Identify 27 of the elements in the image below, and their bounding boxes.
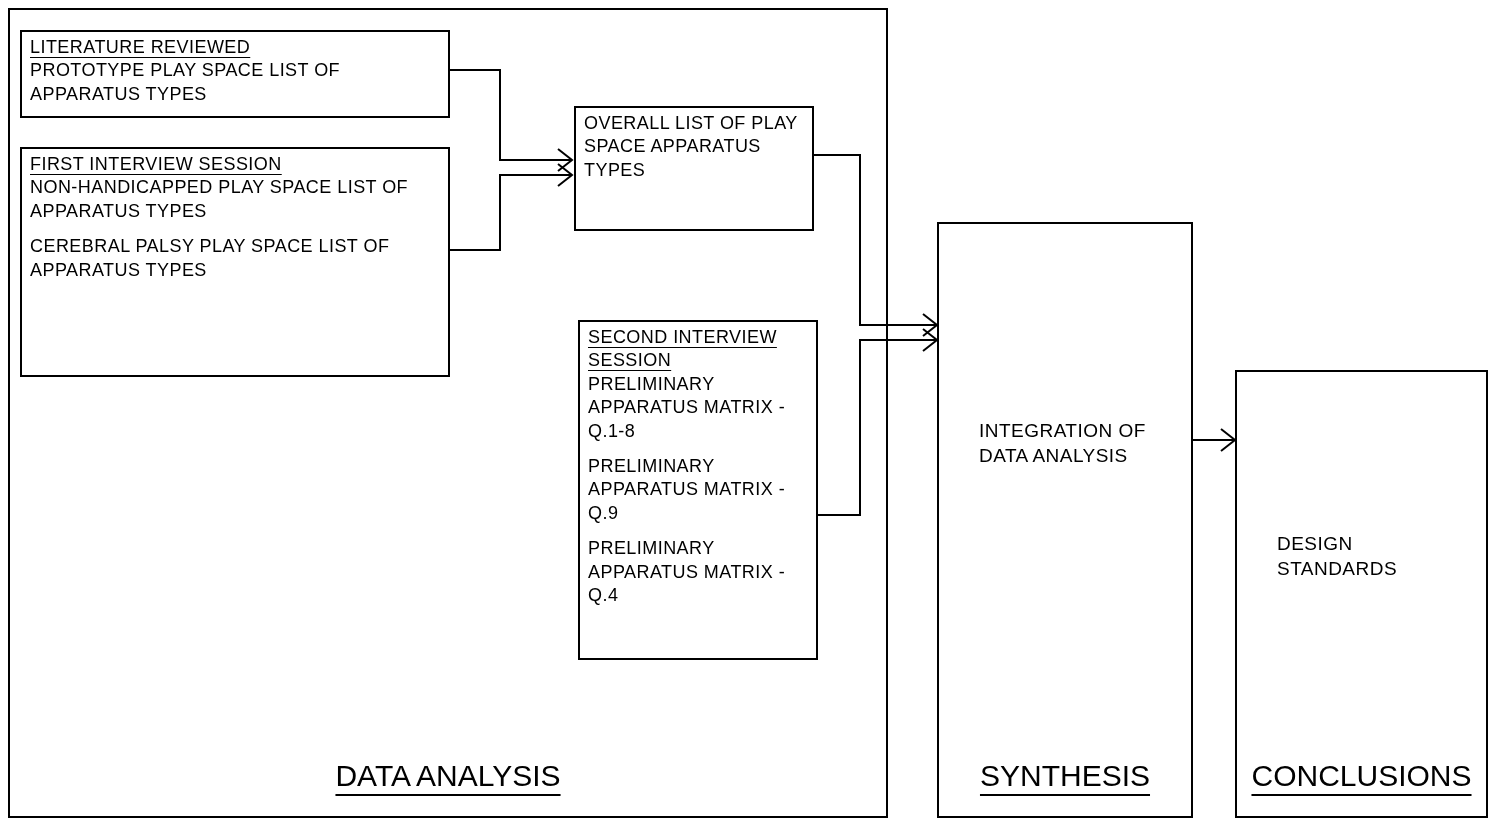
box-text: OVERALL LIST OF PLAY SPACE APPARATUS TYPES [584,112,799,182]
box-text: CEREBRAL PALSY PLAY SPACE LIST OF APPARATUS TYPES [30,235,391,282]
box-heading: SECOND INTERVIEW SESSION [588,326,778,373]
box-text: PRELIMINARY APPARATUS MATRIX - Q.4 [588,537,787,607]
process-box [20,30,450,118]
box-heading: LITERATURE REVIEWED [30,36,252,59]
stage-panel [1235,370,1488,818]
arrow [447,69,573,172]
box-text: DESIGN STANDARDS [1277,532,1399,581]
arrow [815,328,938,516]
box-heading: FIRST INTERVIEW SESSION [30,153,283,176]
process-box [574,106,814,231]
section-heading: SYNTHESIS [978,758,1151,794]
box-text: PRELIMINARY APPARATUS MATRIX - Q.1-8 [588,372,787,443]
box-text: PRELIMINARY APPARATUS MATRIX - Q.9 [588,454,787,525]
arrow [447,163,573,251]
stage-panel [8,8,888,818]
section-heading: DATA ANALYSIS [334,758,562,794]
box-text: NON-HANDICAPPED PLAY SPACE LIST OF APPARATUS TYPES [30,176,410,223]
box-text: INTEGRATION OF DATA ANALYSIS [979,419,1147,468]
process-box [20,147,450,377]
arrow [811,154,938,337]
section-heading: CONCLUSIONS [1250,758,1473,794]
process-box [578,320,818,660]
stage-panel [937,222,1193,818]
box-text: PROTOTYPE PLAY SPACE LIST OF APPARATUS TYPES [30,59,342,106]
arrow [1192,428,1236,452]
